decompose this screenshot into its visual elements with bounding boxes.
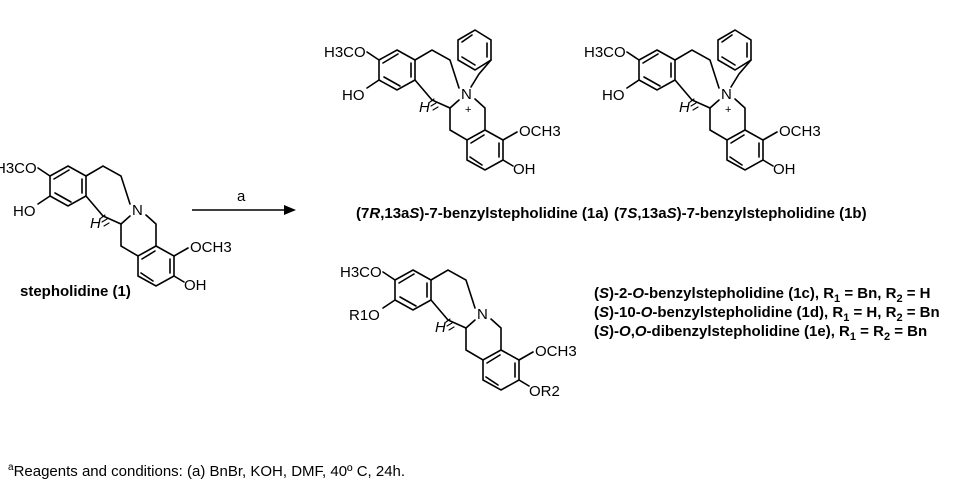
generic-derivative-structure: H3CO R1O N H OCH3 OR2 xyxy=(340,264,577,400)
compound-1a-structure: H3CO HO N + H OCH3 OH xyxy=(324,29,561,178)
hydroxy-bottom-label: OH xyxy=(773,161,796,178)
stepholidine-structure: H3CO HO N H OCH3 OH xyxy=(0,160,232,294)
hydroxy-bottom-label: OH xyxy=(513,161,536,178)
methoxy-top-label: H3CO xyxy=(584,44,626,61)
methoxy-top-label: H3CO xyxy=(0,160,37,177)
hydroxy-left-label: HO xyxy=(602,87,625,104)
nitrogen-label: N xyxy=(477,306,488,323)
derivative-1e-label: (S)-O,O-dibenzylstepholidine (1e), R1 = … xyxy=(594,323,927,343)
reaction-arrow-label: a xyxy=(237,188,246,205)
footnote-text: Reagents and conditions: (a) BnBr, KOH, … xyxy=(13,463,406,480)
compound-1b-structure: H3CO HO N + H OCH3 OH xyxy=(584,29,821,178)
stepholidine-name: stepholidine (1) xyxy=(20,283,131,300)
stereo-h-label: H xyxy=(419,99,430,116)
derivative-1d-label: (S)-10-O-benzylstepholidine (1d), R1 = H… xyxy=(594,304,940,324)
methoxy-right-label: OCH3 xyxy=(190,239,232,256)
compound-1a-name: (7R,13aS)-7-benzylstepholidine (1a) xyxy=(356,205,609,222)
nitrogen-label: N xyxy=(721,86,732,103)
r1-group-label: R1O xyxy=(349,307,380,324)
nitrogen-label: N xyxy=(132,202,143,219)
footnote-marker: a xyxy=(8,462,14,473)
derivative-1c-label: (S)-2-O-benzylstepholidine (1c), R1 = Bn… xyxy=(594,285,931,305)
hydroxy-left-label: HO xyxy=(342,87,365,104)
stereo-h-label: H xyxy=(679,99,690,116)
derivative-list: (S)-2-O-benzylstepholidine (1c), R1 = Bn… xyxy=(594,285,940,343)
methoxy-right-label: OCH3 xyxy=(779,123,821,140)
stereo-h-label: H xyxy=(90,215,101,232)
reagents-footnote: aReagents and conditions: (a) BnBr, KOH,… xyxy=(8,462,405,480)
hydroxy-left-label: HO xyxy=(13,203,36,220)
hydroxy-bottom-label: OH xyxy=(184,277,207,294)
methoxy-top-label: H3CO xyxy=(324,44,366,61)
nitrogen-label: N xyxy=(461,86,472,103)
stereo-h-label: H xyxy=(435,319,446,336)
methoxy-right-label: OCH3 xyxy=(535,343,577,360)
reaction-arrow xyxy=(192,205,296,215)
methoxy-top-label: H3CO xyxy=(340,264,382,281)
charge-label: + xyxy=(465,104,471,116)
r2-group-label: OR2 xyxy=(529,383,560,400)
compound-1b-name: (7S,13aS)-7-benzylstepholidine (1b) xyxy=(614,205,867,222)
charge-label: + xyxy=(725,104,731,116)
methoxy-right-label: OCH3 xyxy=(519,123,561,140)
